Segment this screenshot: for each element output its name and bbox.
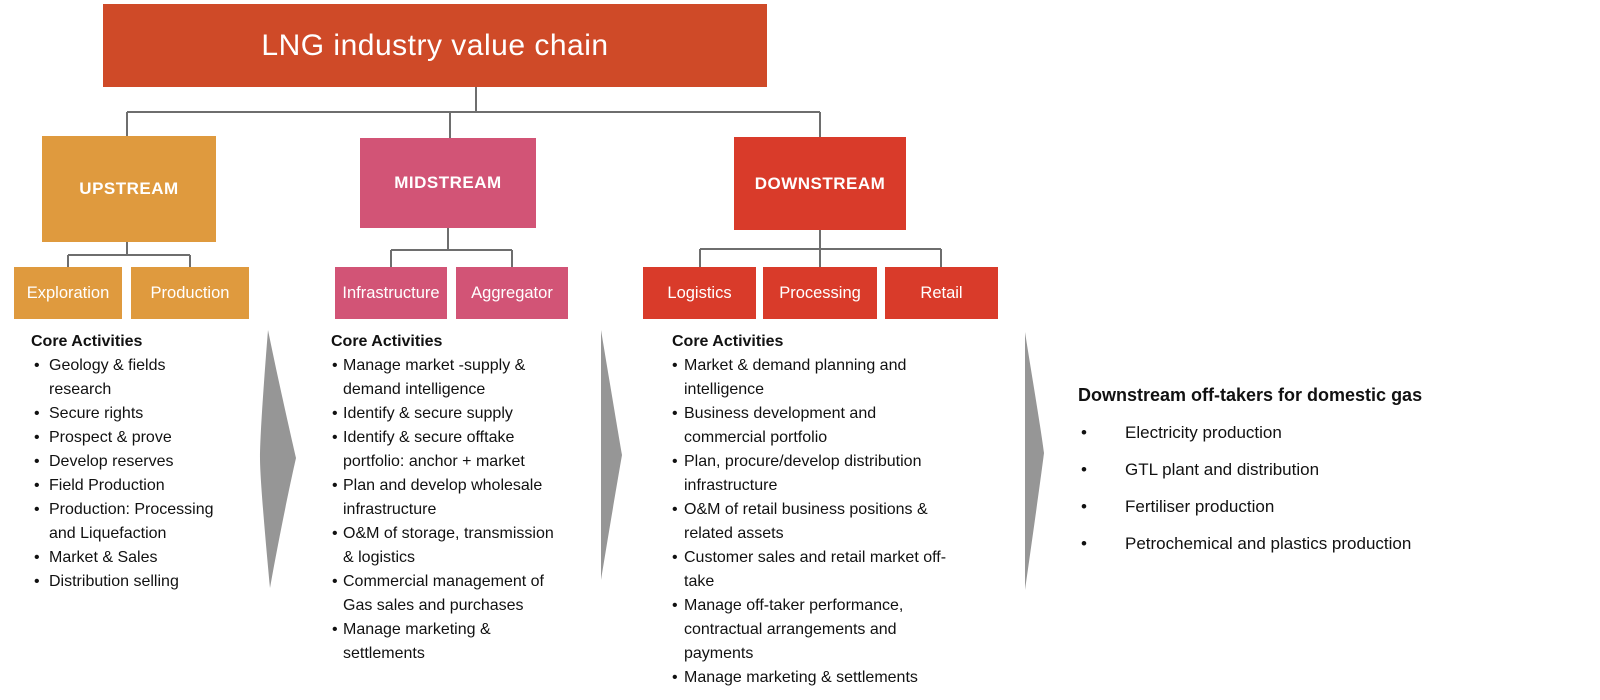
activity-item: Geology & fields research [31,354,227,402]
offtaker-item: Petrochemical and plastics production [1078,533,1508,554]
midstream-activities-list: Manage market -supply & demand intellige… [331,354,564,666]
offtaker-item: Fertiliser production [1078,496,1508,517]
activity-item: Manage marketing & settlements [672,666,955,690]
subbox-aggregator: Aggregator [456,267,568,319]
offtaker-item: Electricity production [1078,422,1508,443]
flow-arrow-icon [260,330,296,588]
core-activities-heading: Core Activities [331,333,443,350]
activity-item: Plan, procure/develop distribution infra… [672,450,955,498]
subbox-retail: Retail [885,267,998,319]
subbox-logistics: Logistics [643,267,756,319]
activity-item: Identify & secure offtake portfolio: anc… [331,426,564,474]
activity-item: Develop reserves [31,450,227,474]
activity-item: Market & demand planning and intelligenc… [672,354,955,402]
downstream-activities-list: Market & demand planning and intelligenc… [672,354,955,690]
diagram-title: LNG industry value chain [261,28,609,62]
activity-item: Commercial management of Gas sales and p… [331,570,564,618]
activity-item: Manage marketing & settlements [331,618,564,666]
subbox-production: Production [131,267,249,319]
activity-item: Prospect & prove [31,426,227,450]
upstream-activities-column: Core Activities Geology & fields researc… [31,330,227,594]
subbox-exploration: Exploration [14,267,122,319]
core-activities-heading: Core Activities [31,333,143,350]
stream-box-upstream: UPSTREAM [42,136,216,242]
connector-lines [67,87,942,267]
activity-item: Secure rights [31,402,227,426]
activity-item: Field Production [31,474,227,498]
flow-arrow-icon [601,330,622,580]
downstream-activities-column: Core Activities Market & demand planning… [672,330,955,690]
offtakers-panel: Downstream off-takers for domestic gas E… [1078,383,1508,570]
stream-box-midstream: MIDSTREAM [360,138,536,228]
activity-item: O&M of retail business positions & relat… [672,498,955,546]
subbox-processing: Processing [763,267,877,319]
core-activities-heading: Core Activities [672,333,784,350]
activity-item: Customer sales and retail market off-tak… [672,546,955,594]
activity-item: Plan and develop wholesale infrastructur… [331,474,564,522]
offtaker-item: GTL plant and distribution [1078,459,1508,480]
offtakers-title: Downstream off-takers for domestic gas [1078,385,1423,405]
activity-item: Manage off-taker performance, contractua… [672,594,955,666]
activity-item: Production: Processing and Liquefaction [31,498,227,546]
activity-item: Business development and commercial port… [672,402,955,450]
diagram-title-banner: LNG industry value chain [103,4,767,87]
activity-item: Market & Sales [31,546,227,570]
activity-item: O&M of storage, transmission & logistics [331,522,564,570]
flow-arrow-icon [1025,332,1044,590]
upstream-activities-list: Geology & fields research Secure rights … [31,354,227,594]
offtakers-list: Electricity production GTL plant and dis… [1078,422,1508,554]
activity-item: Identify & secure supply [331,402,564,426]
activity-item: Manage market -supply & demand intellige… [331,354,564,402]
subbox-infrastructure: Infrastructure [335,267,447,319]
stream-box-downstream: DOWNSTREAM [734,137,906,230]
activity-item: Distribution selling [31,570,227,594]
midstream-activities-column: Core Activities Manage market -supply & … [331,330,564,666]
